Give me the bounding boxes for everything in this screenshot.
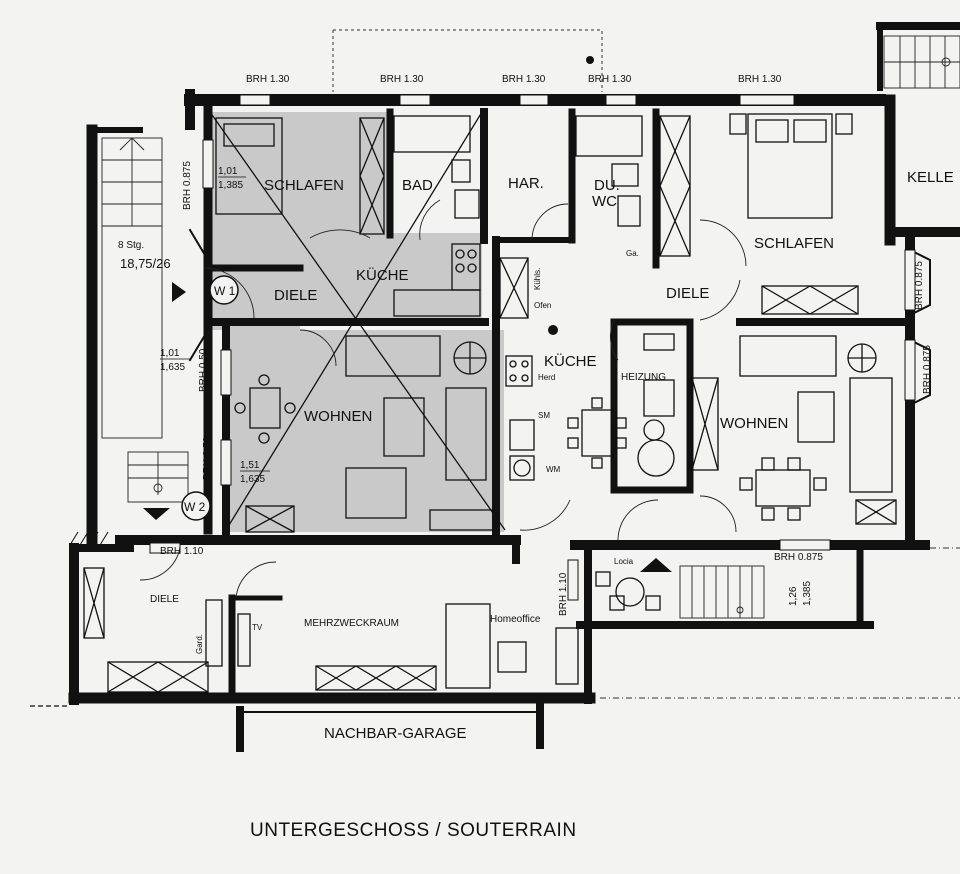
staircase-loggia [679,565,765,619]
label-kuehlschrank: Kühls. [533,268,542,290]
room-label-heizung: HEIZUNG [621,372,666,383]
room-label-kueche-right: KÜCHE [544,352,597,370]
brh-right-2: BRH 0.875 [922,345,933,394]
dim-b-bot: 1,635 [160,362,185,373]
label-garderobe: Gard. [195,634,204,654]
windows [149,94,916,601]
room-label-diele-lower: DIELE [150,594,179,605]
label-spuelmaschine: SM [538,411,550,420]
plan-title: UNTERGESCHOSS / SOUTERRAIN [250,820,577,841]
dim-d-bot: 1,385 [802,581,813,606]
brh-left-3: BRH 0.50 [202,436,213,480]
room-labels: SCHLAFEN BAD HAR. DU. WC SCHLAFEN KELLE … [150,169,954,629]
furniture [83,113,897,693]
w2-marker-label: W 2 [184,500,206,514]
w1-marker [209,275,239,305]
brh-lower-left: BRH 1.10 [160,546,204,557]
room-label-diele-right: DIELE [666,285,709,302]
dim-a-top: 1,01 [218,166,238,177]
dim-d-top: 1,26 [788,586,799,606]
brh-top-1: BRH 1.30 [246,74,290,85]
stair-steps: 8 Stg. [118,240,144,251]
label-waschmaschine: WM [546,465,561,474]
w1-marker-label: W 1 [214,284,236,298]
boundary-lines [880,547,960,699]
brh-top-5: BRH 1.30 [738,74,782,85]
dim-b-top: 1,01 [160,348,180,359]
label-ofen: Ofen [534,301,551,310]
room-label-du: DU. [594,177,620,194]
dim-c-top: 1,51 [240,460,260,471]
room-label-wohnen-left: WOHNEN [304,408,372,425]
brh-top-4: BRH 1.30 [588,74,632,85]
brh-left-2: BRH 0.50 [198,348,209,392]
brh-top-2: BRH 1.30 [380,74,424,85]
room-label-diele-left: DIELE [274,287,317,304]
neighbor-garage-label: NACHBAR-GARAGE [324,725,467,742]
room-label-schlafen-left: SCHLAFEN [264,177,344,194]
label-herd: Herd [538,373,555,382]
appliance-labels: Kühls. Ofen Herd SM WM Ga. [533,249,639,474]
doors [139,199,747,599]
dim-c-bot: 1,635 [240,474,265,485]
brh-lower-right: BRH 0.875 [774,552,823,563]
brh-lower-mid: BRH 1.10 [558,572,569,616]
staircase-top-right [883,35,960,89]
room-label-schlafen-right: SCHLAFEN [754,235,834,252]
room-label-keller: KELLE [907,169,954,186]
terrace-outline [332,29,603,92]
dim-a-bot: 1,385 [218,180,243,191]
room-label-har: HAR. [508,175,544,192]
staircase-lower-left [127,451,189,503]
stair-ratio: 18,75/26 [120,256,171,271]
loggia-arrow-icon [640,558,672,572]
room-label-bad: BAD [402,177,433,194]
room-label-loggia: Locia [614,557,634,566]
arrow-up-icon [172,282,186,302]
arrow-down-icon [143,508,170,520]
brh-top-3: BRH 1.30 [502,74,546,85]
room-label-mehrzweckraum: MEHRZWECKRAUM [304,618,399,629]
room-label-wc: WC [592,193,617,210]
brh-right-1: BRH 0.875 [914,261,925,310]
hatch-lines [69,531,109,546]
w2-marker [181,491,211,521]
room-label-wohnen-right: WOHNEN [720,415,788,432]
staircase-left [101,137,163,439]
dimension-labels: 1,01 1,385 1,01 1,635 1,51 1,635 1,26 1,… [160,166,813,606]
label-ga: Ga. [626,249,639,258]
room-label-homeoffice: Homeoffice [490,614,541,625]
cross-lines [209,111,506,531]
brh-labels: BRH 1.30 BRH 1.30 BRH 1.30 BRH 1.30 BRH … [160,74,933,616]
brh-left-1: BRH 0.875 [182,161,193,210]
label-tv: TV [252,623,263,632]
room-label-kueche-left: KÜCHE [356,266,409,284]
terrace-point [586,56,594,64]
ofen-marker [548,325,558,335]
